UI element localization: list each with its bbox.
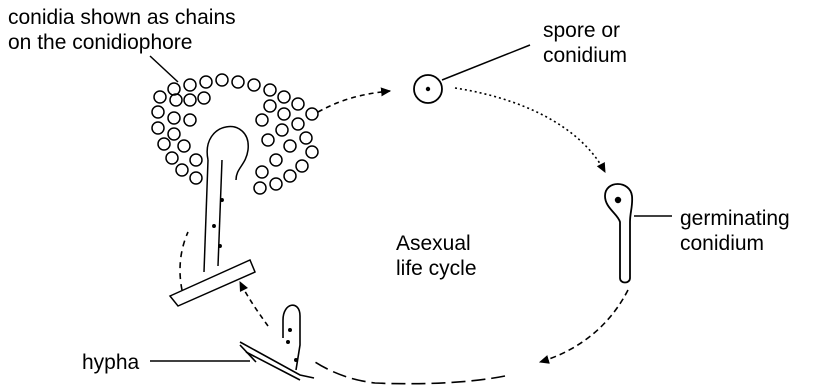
hypha-illustration: [240, 305, 314, 380]
germinating-label-line2: conidium: [680, 231, 790, 256]
conidia-label-line1: conidia shown as chains: [8, 5, 236, 30]
arrow-spore-to-germinating: [455, 88, 605, 172]
leader-conidia: [150, 56, 178, 82]
leader-lines: [150, 45, 672, 361]
conidia-chains: [152, 74, 318, 194]
leader-spore: [442, 45, 530, 80]
cycle-center-label: Asexual life cycle: [396, 231, 477, 281]
arrow-conidiophore-to-spore: [318, 91, 390, 112]
center-label-line2: life cycle: [396, 256, 477, 281]
hypha-label: hypha: [82, 350, 139, 375]
conidia-label-line2: on the conidiophore: [8, 30, 236, 55]
center-label-line1: Asexual: [396, 231, 477, 256]
germinating-label: germinating conidium: [680, 206, 790, 256]
spore-conidium-illustration: [414, 75, 442, 103]
arrow-branch-to-conidiophore: [180, 232, 188, 290]
spore-label-line1: spore or: [543, 18, 627, 43]
spore-label: spore or conidium: [543, 18, 627, 68]
germinating-conidium-illustration: [605, 184, 632, 283]
arrow-bottom-to-hypha: [312, 360, 505, 384]
arrow-germinating-to-bottom: [540, 290, 628, 362]
conidiophore-illustration: [152, 74, 318, 306]
arrow-hypha-to-branch: [240, 282, 268, 326]
spore-label-line2: conidium: [543, 43, 627, 68]
conidia-label: conidia shown as chains on the conidioph…: [8, 5, 236, 55]
germinating-label-line1: germinating: [680, 206, 790, 231]
